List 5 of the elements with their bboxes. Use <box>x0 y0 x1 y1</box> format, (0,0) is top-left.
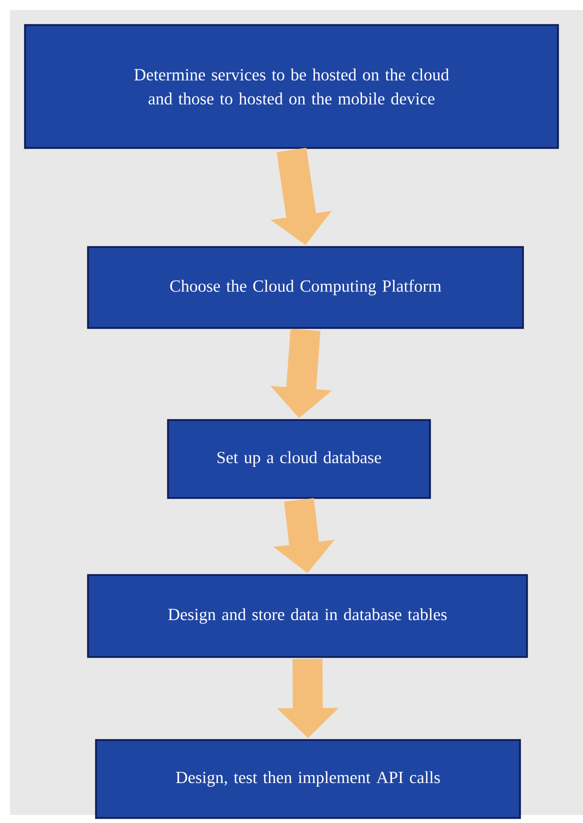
process-box: Design and store data in database tables <box>87 574 528 658</box>
process-box: Determine services to be hosted on the cloud and those to hosted on the mobile device <box>24 24 559 149</box>
process-box: Design, test then implement API calls <box>95 739 521 819</box>
process-box: Set up a cloud database <box>167 419 431 499</box>
process-box: Choose the Cloud Computing Platform <box>87 246 524 329</box>
